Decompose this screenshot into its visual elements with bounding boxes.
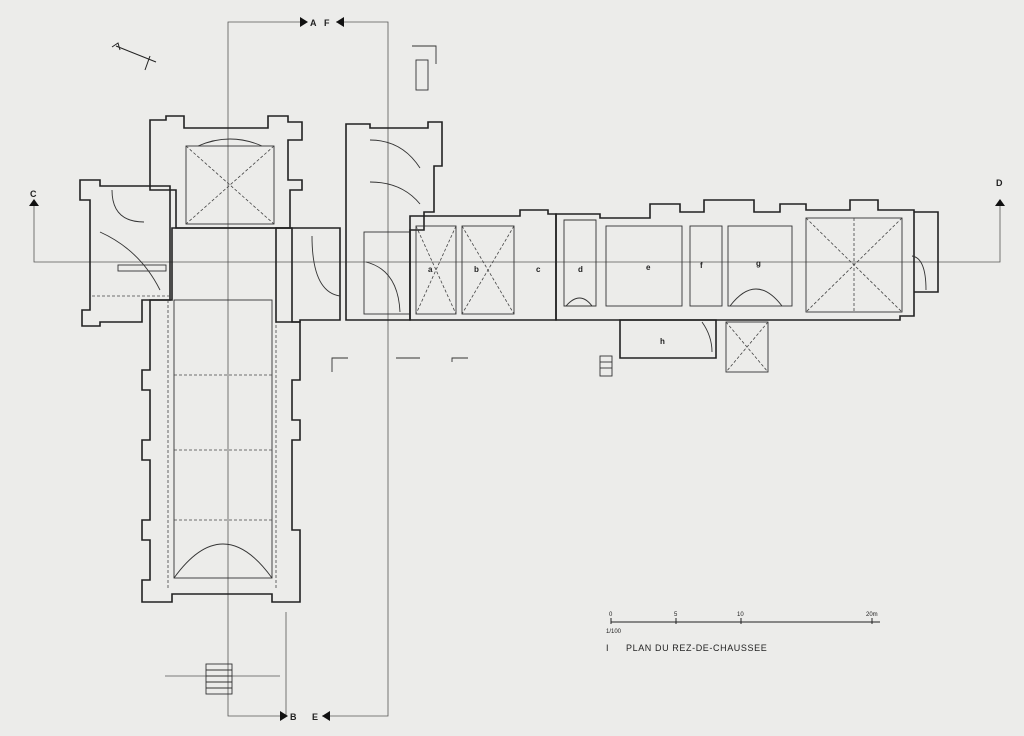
arrow-d [995, 199, 1005, 206]
section-label-a: A [310, 18, 317, 28]
section-arrows [29, 17, 1005, 721]
plan-number: I [606, 643, 609, 653]
room-label-c: c [536, 265, 541, 274]
room-label-b: b [474, 265, 479, 274]
arrow-e [322, 711, 330, 721]
arrow-f [336, 17, 344, 27]
scale-tick-20m: 20m [866, 612, 878, 618]
section-lines [33, 21, 1001, 717]
east-wing [409, 199, 939, 377]
scale-tick-5: 5 [674, 612, 678, 618]
scale-bar [610, 618, 880, 624]
junction-block [275, 45, 443, 323]
room-label-g: g [756, 259, 761, 268]
room-label-a: a [428, 265, 433, 274]
fragments [331, 357, 468, 372]
section-label-d: D [996, 178, 1003, 188]
church-block [79, 115, 303, 695]
scale-tick-10: 10 [737, 612, 744, 618]
room-label-f: f [700, 261, 703, 270]
plan-title: PLAN DU REZ-DE-CHAUSSEE [626, 643, 767, 653]
arrow-a [300, 17, 308, 27]
section-label-e: E [312, 712, 318, 722]
room-label-e: e [646, 263, 651, 272]
section-label-b: B [290, 712, 297, 722]
arrow-c [29, 199, 39, 206]
room-label-h: h [660, 337, 665, 346]
north-arrow-icon [111, 42, 157, 71]
section-label-c: C [30, 189, 37, 199]
scale-ratio: 1/100 [606, 629, 622, 635]
arrow-b [280, 711, 288, 721]
scale-tick-0: 0 [609, 612, 613, 618]
section-label-f: F [324, 18, 330, 28]
room-label-d: d [578, 265, 583, 274]
